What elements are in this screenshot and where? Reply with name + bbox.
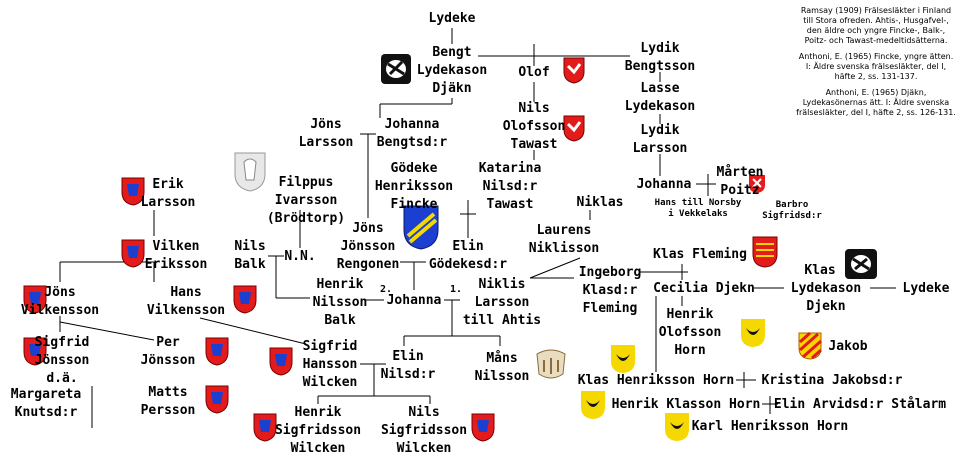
person-olof: Olof [518, 65, 550, 80]
person-johanna: Johanna [386, 293, 442, 308]
reference-anthoni-djakn: Anthoni, E. (1965) Djäkn, Lydekasönernas… [796, 88, 956, 117]
reference-anthoni-fincke: Anthoni, E. (1965) Fincke, yngre ätten. … [798, 52, 954, 81]
tawast-crest-icon [562, 56, 586, 88]
wilcken-crest-icon-1 [120, 176, 146, 210]
wilcken-crest-icon-8 [204, 384, 230, 418]
stalarm-crest-icon [798, 331, 822, 364]
references: Ramsay (1909) Frälsesläkter i Finland ti… [796, 6, 956, 124]
fleming-crest-icon [752, 236, 778, 272]
person-klas-henriksson-horn: Klas Henriksson Horn [577, 373, 735, 388]
wilcken-crest-icon-4 [232, 284, 258, 318]
fincke-crest-icon [402, 204, 440, 254]
person-klas-fleming: Klas Fleming [653, 247, 747, 262]
person-lydeke-right: Lydeke [902, 281, 950, 296]
wilcken-crest-icon-6 [204, 336, 230, 370]
person-kristina-jakobsdr: Kristina Jakobsd:r [761, 373, 903, 388]
person-cecilia-djekn: Cecilia Djekn [653, 281, 755, 296]
person-jakob: Jakob [828, 339, 868, 354]
djakn-crest-icon [380, 52, 414, 90]
reference-ramsay: Ramsay (1909) Frälsesläkter i Finland ti… [800, 6, 952, 45]
horn-crest-icon-4 [664, 412, 690, 446]
wilcken-crest-icon-2 [120, 238, 146, 272]
wilcken-crest-icon-9 [252, 412, 278, 446]
marriage-number-1: 1. [450, 284, 463, 295]
person-klas: Klas [804, 263, 836, 278]
person-elin-arvidsdr-stalarm: Elin Arvidsd:r Stålarm [773, 397, 947, 412]
marriage-number-2: 2. [380, 284, 393, 295]
person-karl-henriksson-horn: Karl Henriksson Horn [691, 419, 849, 434]
person-lydeke: Lydeke [428, 11, 476, 26]
wilcken-crest-icon-3 [22, 284, 48, 318]
horn-crest-icon-1 [740, 318, 766, 352]
wilcken-crest-icon-7 [268, 346, 294, 380]
person-niklas: Niklas [576, 195, 624, 210]
poitz-crest-icon [748, 174, 766, 198]
tawast-crest-icon-2 [562, 114, 586, 146]
wilcken-crest-icon-10 [470, 412, 496, 446]
horn-crest-icon-2 [610, 344, 636, 378]
horn-crest-icon-3 [580, 390, 606, 424]
djekn-crest-icon [844, 248, 878, 284]
brodtorp-crest-icon [232, 150, 268, 196]
wilcken-crest-icon-5 [22, 336, 48, 370]
person-johanna-poitz-wife: Johanna [636, 177, 692, 192]
ahtis-crest-icon [534, 348, 568, 386]
person-henrik-klasson-horn: Henrik Klasson Horn [611, 397, 761, 412]
person-nn: N.N. [284, 249, 316, 264]
